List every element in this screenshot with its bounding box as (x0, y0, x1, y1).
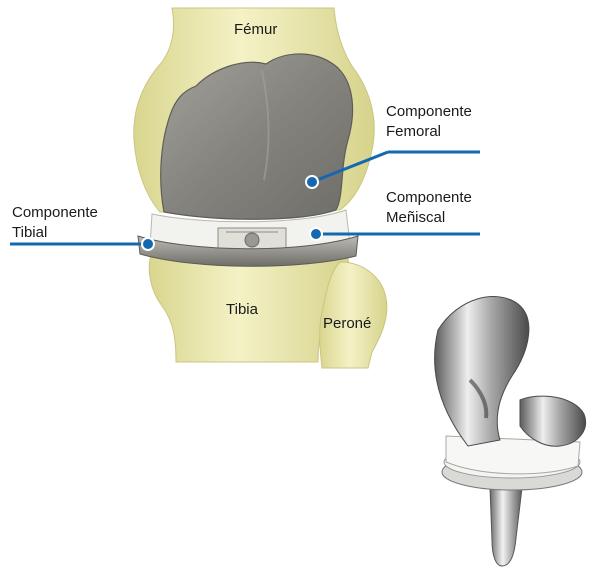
label-tibial-component-line2: Tibial (12, 223, 98, 243)
label-femur-text: Fémur (234, 20, 277, 40)
label-meniscal-component-line2: Meñiscal (386, 208, 472, 228)
label-meniscal-component-line1: Componente (386, 188, 472, 208)
label-femur: Fémur (234, 20, 277, 40)
label-tibial-component-line1: Componente (12, 203, 98, 223)
label-femoral-component-line1: Componente (386, 102, 472, 122)
label-femoral-component: Componente Femoral (386, 102, 472, 142)
label-perone: Peroné (323, 314, 371, 334)
prosthesis-image (435, 296, 586, 566)
label-meniscal-component: Componente Meñiscal (386, 188, 472, 228)
label-femoral-component-line2: Femoral (386, 122, 472, 142)
label-tibial-component: Componente Tibial (12, 203, 98, 243)
label-perone-text: Peroné (323, 314, 371, 334)
label-tibia: Tibia (226, 300, 258, 320)
label-tibia-text: Tibia (226, 300, 258, 320)
